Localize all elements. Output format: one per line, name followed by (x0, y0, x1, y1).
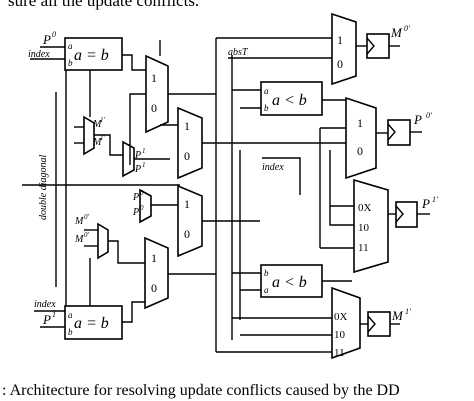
svg-text:1: 1 (337, 33, 343, 47)
index-label-right: index (262, 162, 284, 173)
P0-input-label: P (42, 32, 51, 47)
port-a: a (68, 41, 73, 51)
mux-M1p: 0X 10 11 (331, 286, 361, 360)
output-P1p: P (421, 196, 430, 211)
comparator-eq-bottom: a b a = b (64, 305, 123, 340)
index-label-top: index (28, 49, 50, 60)
mux-P0p: 1 0 (345, 96, 377, 180)
svg-text:0: 0 (151, 101, 157, 115)
mux-center-1: 1 0 (145, 54, 169, 134)
svg-text:a: a (68, 310, 73, 320)
small-mux-P0: P 0 P 0 (132, 188, 152, 224)
svg-text:0': 0' (84, 213, 90, 221)
svg-text:10: 10 (334, 329, 346, 341)
svg-text:1: 1 (52, 310, 56, 319)
mux-center-3: 1 0 (177, 184, 203, 258)
svg-text:a: a (264, 285, 269, 295)
svg-text:0: 0 (184, 149, 190, 163)
svg-text:1': 1' (100, 116, 106, 124)
mux-P1p: 0X 10 11 (353, 178, 389, 274)
comparator-lt-bottom: b a a < b (260, 264, 323, 298)
mux-center-2: 1 0 (177, 106, 203, 180)
svg-text:b: b (264, 268, 269, 278)
caption-bottom: : Architecture for resolving update conf… (2, 382, 400, 399)
svg-text:0: 0 (337, 57, 343, 71)
svg-text:1: 1 (151, 251, 157, 265)
svg-text:M: M (74, 216, 84, 227)
svg-text:1: 1 (142, 161, 146, 169)
small-mux-M: M 1' M 1' (83, 115, 106, 156)
svg-text:11: 11 (358, 242, 369, 254)
svg-text:M: M (74, 234, 84, 245)
svg-text:P: P (132, 192, 139, 203)
svg-text:a < b: a < b (272, 274, 307, 291)
double-diagonal-label: double diagonal (38, 155, 49, 220)
svg-text:1': 1' (405, 307, 411, 316)
mux-M0p: 1 0 (331, 12, 357, 86)
svg-text:M: M (92, 137, 102, 148)
P0-sup: 0 (52, 30, 56, 39)
output-M1p: M (391, 308, 404, 323)
svg-text:1: 1 (142, 147, 146, 155)
svg-text:0': 0' (84, 231, 90, 239)
svg-text:P: P (134, 150, 141, 161)
svg-text:0': 0' (404, 24, 410, 33)
svg-text:0X: 0X (358, 202, 372, 214)
svg-text:0: 0 (140, 189, 144, 197)
svg-text:1': 1' (100, 134, 106, 142)
output-P0p: P (413, 112, 422, 127)
svg-text:0: 0 (140, 204, 144, 212)
svg-text:10: 10 (358, 222, 370, 234)
svg-text:a < b: a < b (272, 92, 307, 109)
output-M0p: M (390, 25, 403, 40)
svg-text:1: 1 (184, 119, 190, 133)
svg-text:1: 1 (184, 197, 190, 211)
svg-text:a: a (264, 86, 269, 96)
caption-top: sure all the update conflicts. (8, 0, 200, 10)
svg-text:a = b: a = b (74, 315, 109, 332)
svg-text:11: 11 (334, 347, 345, 359)
svg-text:P: P (132, 207, 139, 218)
index-label-bottom: index (34, 299, 56, 310)
svg-text:b: b (68, 327, 73, 337)
port-b: b (68, 58, 73, 68)
svg-text:b: b (264, 103, 269, 113)
svg-text:0: 0 (184, 227, 190, 241)
svg-text:1': 1' (432, 195, 438, 204)
svg-text:M: M (92, 119, 102, 130)
svg-text:P: P (134, 164, 141, 175)
svg-text:1: 1 (151, 71, 157, 85)
absT-label: absT (228, 47, 249, 58)
svg-text:0': 0' (426, 111, 432, 120)
svg-text:0: 0 (357, 144, 363, 158)
comparator-eq-top: a b a = b (64, 37, 123, 71)
small-mux-M0: M 0' M 0' (74, 213, 109, 260)
mux-center-4: 1 0 (144, 236, 169, 310)
svg-text:0: 0 (151, 281, 157, 295)
comparator-lt-top: a b a < b (260, 81, 323, 116)
eq-label: a = b (74, 47, 109, 64)
svg-text:0X: 0X (334, 311, 348, 323)
svg-text:1: 1 (357, 116, 363, 130)
P1-input-label: P (42, 312, 51, 327)
